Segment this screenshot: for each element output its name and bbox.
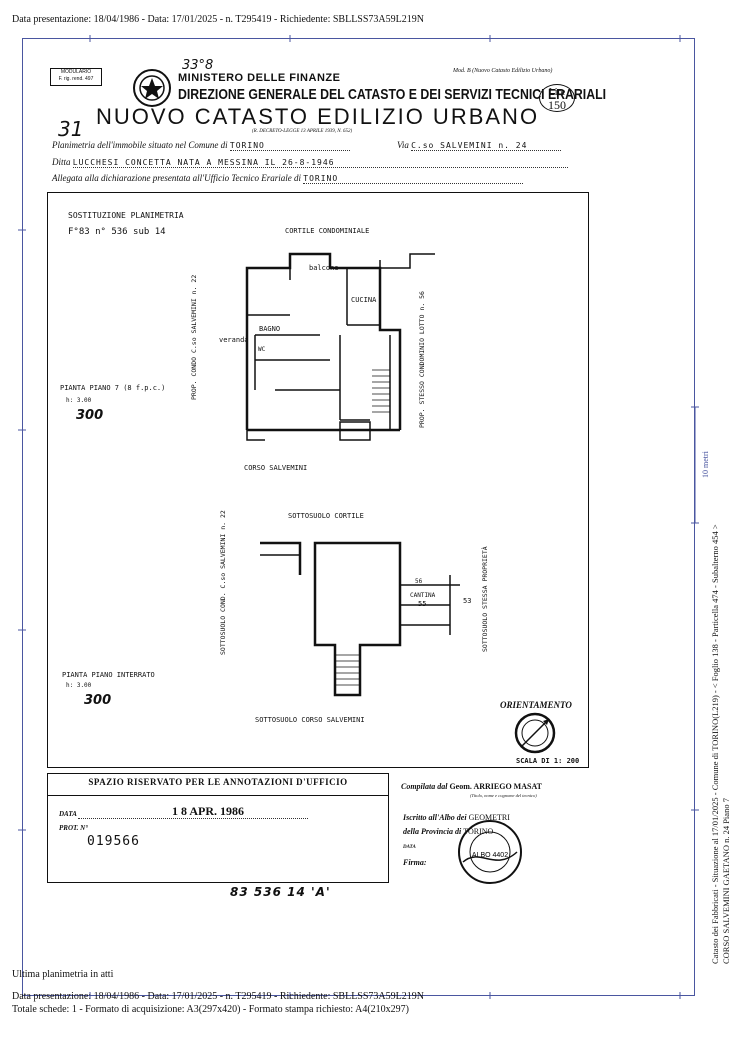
via-label: Via [397, 140, 409, 150]
handwritten-code: 33°8 [182, 58, 214, 73]
height-2-value: 300 [84, 693, 112, 708]
right-vertical-line-1: Catasto dei Fabbricati - Situazione al 1… [710, 524, 720, 964]
modulario-sub: F. rig. rend. 497 [58, 76, 94, 82]
lire-stamp: Lire 150 [539, 84, 575, 112]
comune-value: TORINO [229, 141, 350, 151]
iscritto-label: Iscritto all'Albo dei [403, 813, 467, 822]
height-1-value: 300 [76, 408, 104, 423]
ministry-title: MINISTERO DELLE FINANZE [178, 72, 341, 84]
basement-plan-drawing [260, 541, 460, 697]
height-1-label: h: 3.00 [66, 397, 92, 404]
left-vertical-note-2: SOTTOSUOLO COND. C.so SALVEMINI n. 22 [219, 510, 227, 655]
plan-area [47, 192, 589, 768]
provincia-label: della Provincia di [403, 827, 462, 836]
ditta-label: Ditta [52, 157, 71, 167]
sostituzione-label: SOSTITUZIONE PLANIMETRIA [68, 211, 184, 220]
handwritten-number: 31 [58, 117, 84, 141]
via-line: Via C.so SALVEMINI n. 24 [397, 140, 562, 151]
footer-line-1: Data presentazione: 18/04/1986 - Data: 1… [12, 991, 424, 1002]
prot-value: 019566 [87, 834, 140, 849]
direction-title: DIREZIONE GENERALE DEL CATASTO E DEI SER… [178, 86, 607, 103]
balcone-label: balcone [309, 264, 339, 272]
sottosuolo-cortile-label: SOTTOSUOLO CORTILE [288, 512, 364, 520]
modulario-label: MODULARIO [60, 69, 92, 75]
annotations-title: SPAZIO RISERVATO PER LE ANNOTAZIONI D'UF… [88, 777, 348, 787]
pianta-interrato-label: PIANTA PIANO INTERRATO [62, 671, 155, 679]
corso-salvemini-label: CORSO SALVEMINI [244, 464, 308, 472]
pianta-piano-label: PIANTA PIANO 7 (8 f.p.c.) [60, 384, 166, 392]
annotations-divider [47, 795, 389, 796]
bagno-label: BAGNO [259, 325, 281, 333]
ditta-line: Ditta LUCCHESI CONCETTA NATA A MESSINA I… [52, 157, 568, 168]
iscritto-line: Iscritto all'Albo dei GEOMETRI [403, 813, 510, 822]
data-line [78, 818, 308, 819]
scale-mark-label: 10 metri [701, 451, 710, 478]
data-stamp: 1 8 APR. 1986 [172, 804, 244, 818]
compilata-value: Geom. ARRIEGO MASAT [449, 782, 542, 791]
orientamento-label: ORIENTAMENTO [500, 700, 572, 710]
foglio-label: F°83 n° 536 sub 14 [68, 227, 166, 237]
planimetria-line: Planimetria dell'immobile situato nel Co… [52, 140, 350, 151]
iscritto-value: GEOMETRI [468, 813, 510, 822]
ultima-planimetria: Ultima planimetria in atti [12, 969, 114, 980]
sottosuolo-corso-label: SOTTOSUOLO CORSO SALVEMINI [255, 716, 365, 724]
lire-value: 150 [548, 98, 566, 112]
floor-plan-drawing [245, 252, 435, 441]
compilata-sub: (Titolo, nome e cognome del tecnico) [470, 793, 537, 798]
cantina-56: 56 [415, 578, 423, 585]
veranda-label: veranda [219, 336, 249, 344]
cortile-label: CORTILE CONDOMINIALE [285, 227, 370, 235]
footer-line-2: Totale schede: 1 - Formato di acquisizio… [12, 1004, 409, 1015]
professional-seal-icon: ALBO 4402 [458, 820, 522, 884]
right-vertical-line-2: CORSO SALVEMINI GAETANO n. 24 Piano 7 [721, 798, 731, 964]
data2-label: DATA [403, 845, 416, 850]
ditta-value: LUCCHESI CONCETTA NATA A MESSINA IL 26-8… [72, 158, 568, 168]
right-vertical-note-2: SOTTOSUOLO STESSA PROPRIETÀ [481, 546, 489, 652]
lire-label: Lire [548, 87, 566, 98]
allegata-label: Allegata alla dichiarazione presentata a… [52, 173, 301, 183]
data-label: DATA [59, 810, 77, 818]
provincia-line: della Provincia di TORINO [403, 827, 493, 836]
firma-label: Firma: [403, 858, 427, 867]
header-info-line: Data presentazione: 18/04/1986 - Data: 1… [12, 14, 424, 25]
prot-label: PROT. N° [59, 824, 88, 832]
republic-emblem-icon [133, 69, 171, 107]
cantina-53: 53 [463, 597, 472, 605]
mod-b-label: Mod. B (Nuovo Catasto Edilizio Urbano) [453, 68, 553, 74]
left-vertical-note: PROP. CONDO C.so SALVEMINI n. 22 [190, 274, 198, 400]
height-2-label: h: 3.00 [66, 682, 92, 689]
via-value: C.so SALVEMINI n. 24 [411, 141, 562, 151]
document-title: NUOVO CATASTO EDILIZIO URBANO [96, 104, 540, 129]
cantina-label: CANTINA [410, 592, 436, 599]
modulario-box: MODULARIO F. rig. rend. 497 [50, 68, 102, 86]
north-arrow-icon [514, 712, 556, 754]
compilata-label: Compilata dal [401, 782, 448, 791]
cucina-label: CUCINA [351, 296, 377, 304]
right-vertical-note: PROP. STESSO CONDOMINIO LOTTO n. 56 [418, 291, 426, 428]
bottom-handwritten-ref: 83 536 14 'A' [230, 885, 331, 899]
compilata-line: Compilata dal Geom. ARRIEGO MASAT [401, 782, 542, 791]
cantina-number: 55 [418, 600, 427, 608]
ufficio-value: TORINO [303, 174, 524, 184]
seal-text: ALBO 4402 [472, 852, 508, 859]
annotations-box [47, 773, 389, 883]
scala-label: SCALA DI 1: 200 [516, 757, 580, 765]
decreto-label: (R. DECRETO-LEGGE 13 APRILE 1939, N. 652… [252, 129, 353, 134]
allegata-line: Allegata alla dichiarazione presentata a… [52, 173, 524, 184]
wc-label: WC [258, 346, 266, 353]
planimetria-label: Planimetria dell'immobile situato nel Co… [52, 140, 228, 150]
provincia-value: TORINO [463, 827, 494, 836]
